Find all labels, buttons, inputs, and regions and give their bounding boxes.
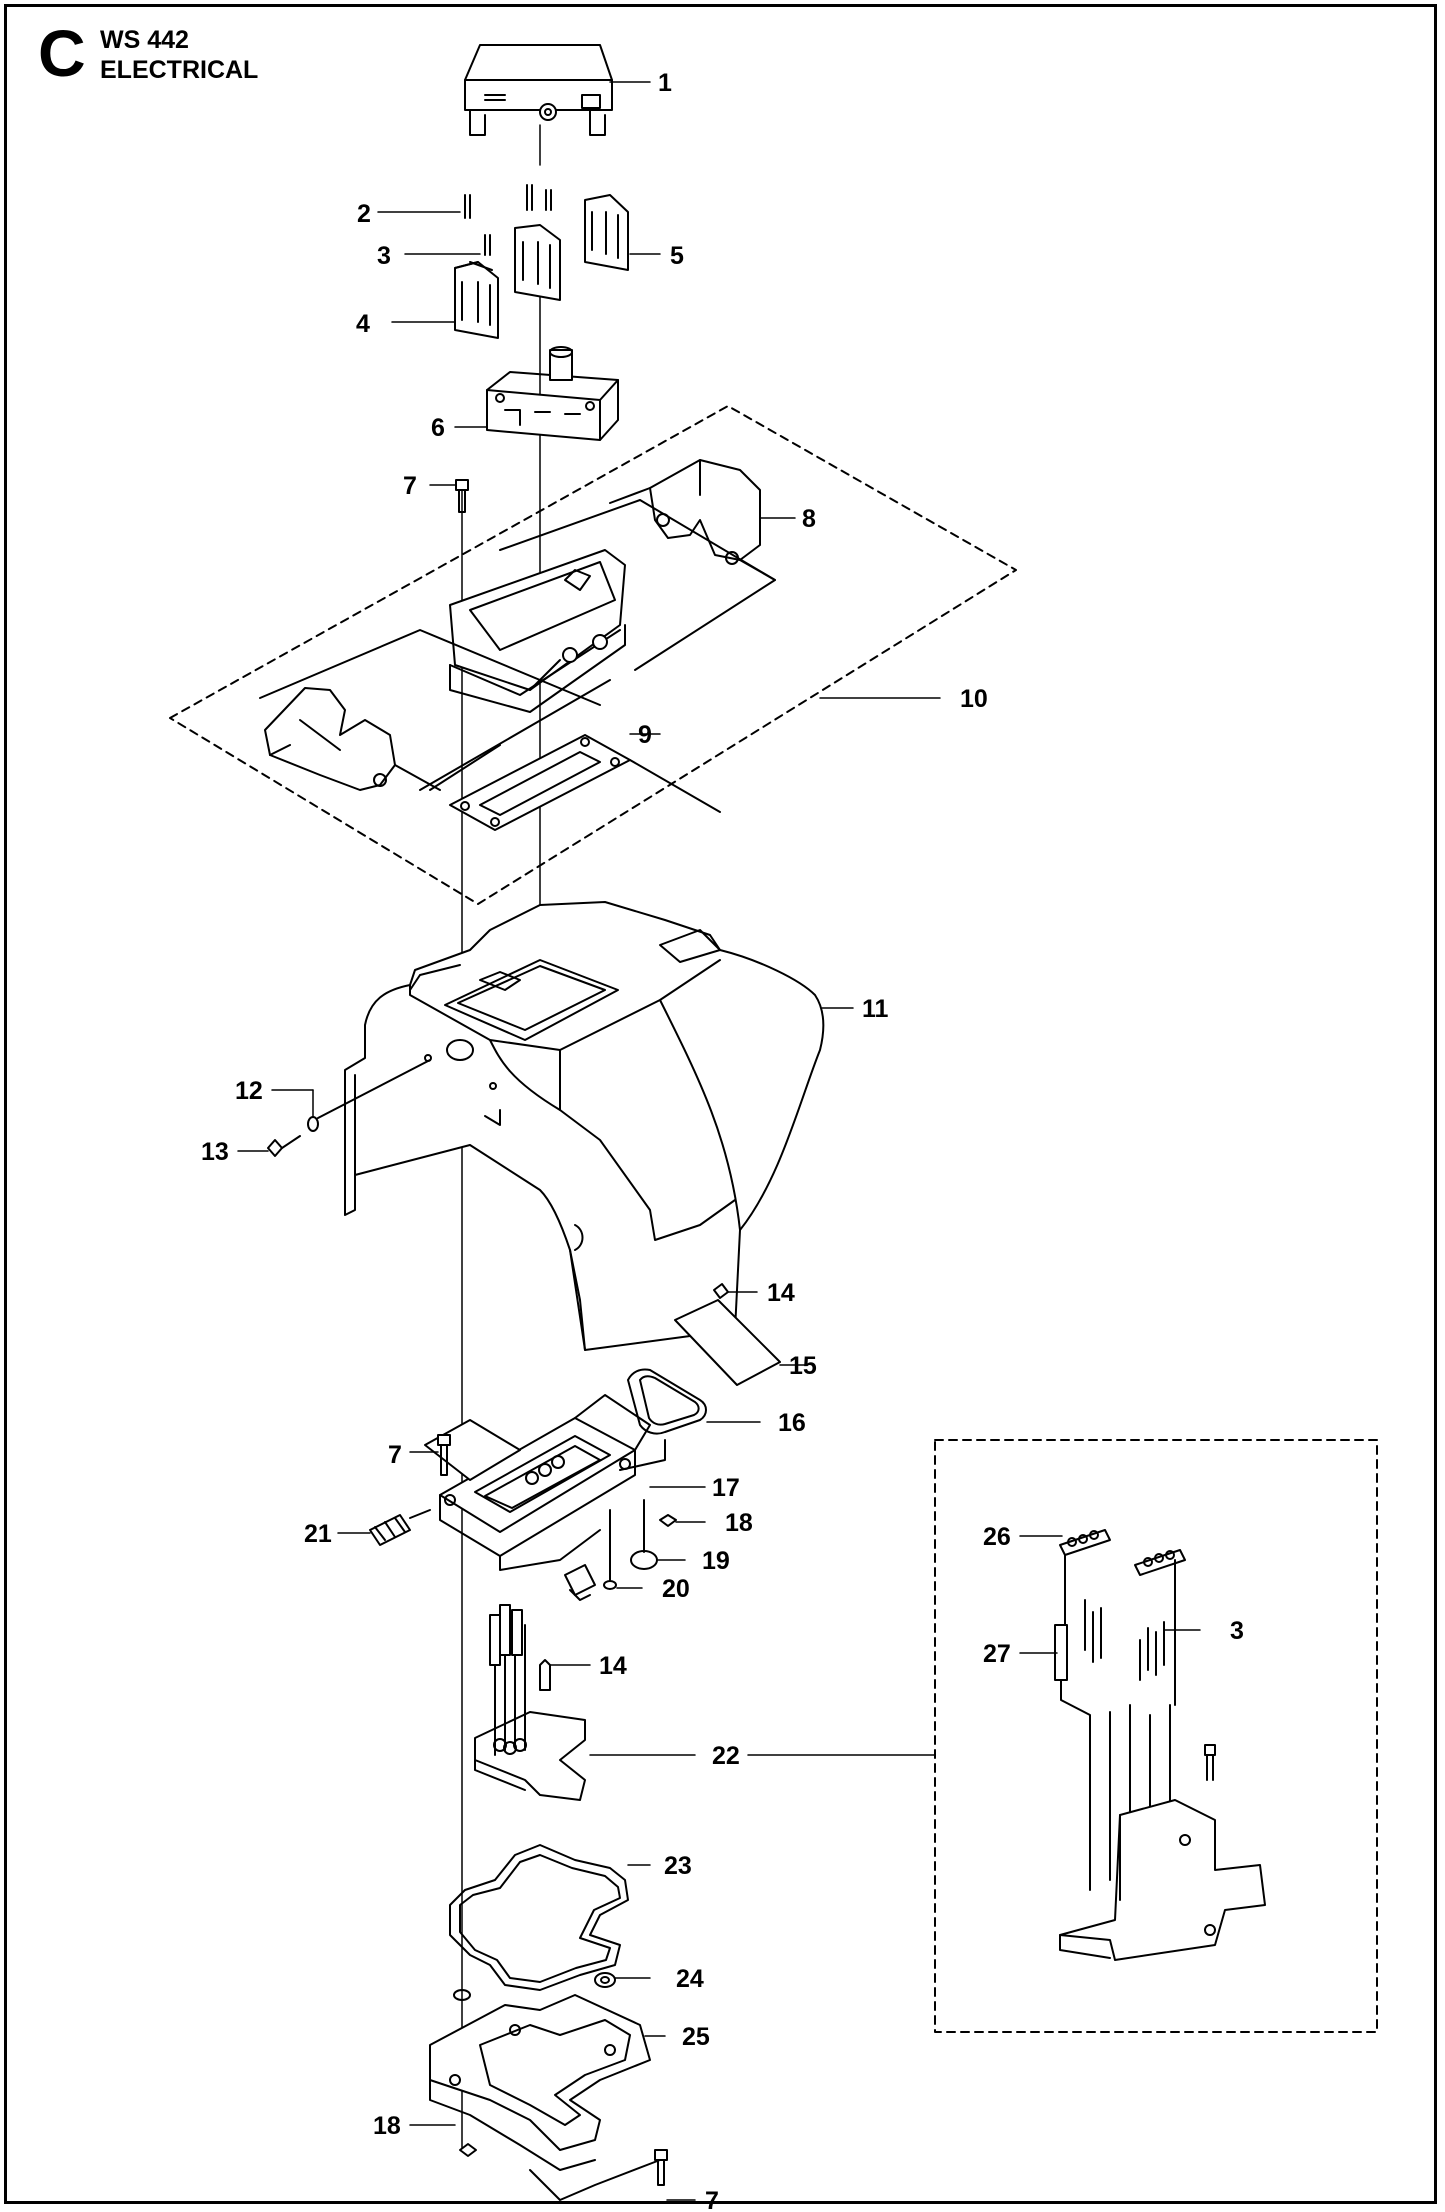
callout-13: 13 — [201, 1138, 229, 1166]
callout-5: 5 — [670, 242, 684, 270]
callout-21: 21 — [304, 1520, 332, 1548]
small-parts-18-19-20 — [564, 1499, 677, 1601]
callout-8: 8 — [802, 505, 816, 533]
callout-6: 6 — [431, 414, 445, 442]
model-name: WS 442 — [100, 26, 189, 54]
callout-24: 24 — [676, 1965, 704, 1993]
callout-leader-lines — [237, 81, 1201, 2201]
screw-part-7-middle — [437, 1434, 451, 1476]
callout-3: 3 — [377, 242, 391, 270]
lid-parts-14-15-16 — [627, 1283, 781, 1435]
kit-boundary-dashed — [169, 405, 1017, 905]
callout-7-middle: 7 — [388, 1441, 402, 1469]
callout-1: 1 — [658, 69, 672, 97]
callout-20: 20 — [662, 1575, 690, 1603]
latch-left — [259, 629, 611, 791]
callout-18: 18 — [725, 1509, 753, 1537]
callout-16: 16 — [778, 1409, 806, 1437]
bottom-screws-18-7 — [459, 2143, 668, 2201]
callout-10: 10 — [960, 685, 988, 713]
contact-insert-middle — [514, 224, 561, 301]
callout-4: 4 — [356, 310, 370, 338]
callout-7-bottom: 7 — [705, 2187, 719, 2212]
enclosure-cover-part-11 — [344, 901, 825, 1351]
housing-base-part — [449, 499, 776, 713]
callout-3-detail: 3 — [1230, 1617, 1244, 1645]
callout-15: 15 — [789, 1352, 817, 1380]
connector-hood-part — [464, 44, 613, 136]
terminal-board-part-22 — [474, 1604, 586, 1801]
callout-22: 22 — [712, 1742, 740, 1770]
washer-part-24 — [453, 1972, 616, 2001]
callout-14: 14 — [767, 1279, 795, 1307]
callout-9: 9 — [638, 721, 652, 749]
contact-insert-part-4 — [454, 261, 499, 339]
gasket-part-23 — [449, 1844, 629, 1991]
page-frame — [4, 4, 1437, 2204]
callout-26: 26 — [983, 1523, 1011, 1551]
callout-27: 27 — [983, 1640, 1011, 1668]
callout-2: 2 — [357, 200, 371, 228]
callout-23: 23 — [664, 1852, 692, 1880]
callout-17: 17 — [712, 1474, 740, 1502]
callout-7: 7 — [403, 472, 417, 500]
callout-11: 11 — [862, 995, 889, 1023]
section-letter: C — [38, 16, 86, 90]
callout-numbers: 1 2 3 4 5 6 7 8 9 10 11 12 13 14 15 16 7… — [201, 69, 1244, 2212]
junction-box-part-17 — [424, 1394, 666, 1571]
cable-gland-part-21 — [369, 1509, 431, 1546]
callout-18-bottom: 18 — [373, 2112, 401, 2140]
callout-14-lower: 14 — [599, 1652, 627, 1680]
contact-insert-part-5 — [584, 194, 629, 271]
latch-part-8 — [609, 459, 776, 581]
detail-inset-box — [934, 1439, 1378, 2033]
detail-terminal-board — [1054, 1529, 1266, 1961]
section-title: ELECTRICAL — [100, 56, 259, 84]
callout-25: 25 — [682, 2023, 710, 2051]
screw-washer-part-12-13 — [267, 1059, 431, 1157]
base-plate-part-25 — [429, 1994, 651, 2171]
callout-12: 12 — [235, 1077, 263, 1105]
connector-frame-part — [486, 346, 619, 441]
gasket-part-9 — [429, 734, 721, 831]
callout-19: 19 — [702, 1547, 730, 1575]
contact-pins-part — [464, 184, 552, 256]
